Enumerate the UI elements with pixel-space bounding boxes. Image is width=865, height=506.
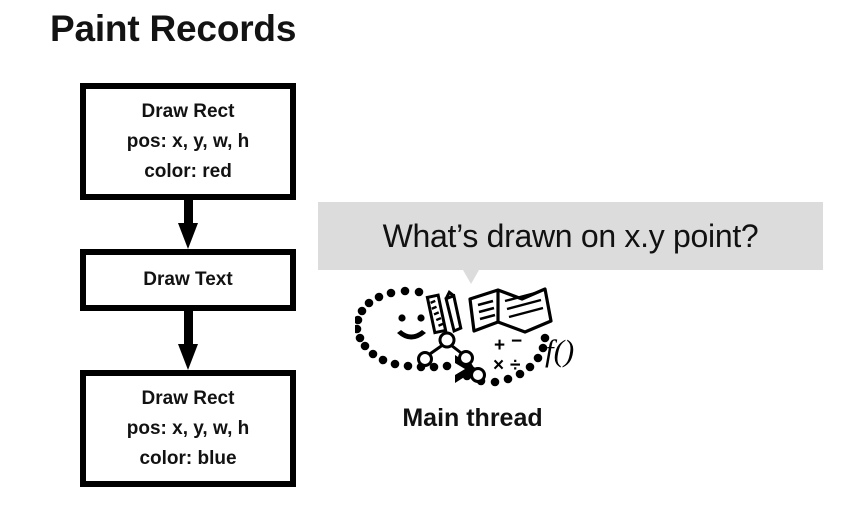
flow-arrow-down-icon (178, 311, 198, 370)
arrow-head (178, 344, 198, 370)
ruler-icon (425, 293, 448, 335)
page-title: Paint Records (50, 8, 297, 49)
math-operators-icon: + − × ÷ (493, 331, 522, 376)
record-line-title: Draw Rect (141, 387, 235, 409)
paint-record-draw-rect-blue[interactable]: Draw Rect pos: x, y, w, h color: blue (80, 370, 296, 487)
speech-bubble-text: What’s drawn on x.y point? (382, 217, 759, 254)
function-notation-icon: f() (545, 333, 574, 368)
paint-records-flow: Draw Rect pos: x, y, w, h color: red Dra… (80, 83, 296, 487)
record-line-title: Draw Text (143, 269, 233, 290)
pencil-icon (444, 289, 463, 334)
svg-text:+: + (494, 335, 505, 356)
record-line-color: color: red (144, 160, 232, 182)
tree-graph-nodes (417, 331, 486, 383)
record-line-title: Draw Rect (141, 100, 235, 122)
paint-record-draw-rect-red[interactable]: Draw Rect pos: x, y, w, h color: red (80, 83, 296, 200)
paint-record-draw-text[interactable]: Draw Text (80, 249, 296, 311)
record-line-pos: pos: x, y, w, h (126, 417, 250, 439)
open-book-icon (468, 287, 553, 334)
svg-text:×: × (493, 355, 504, 376)
svg-text:−: − (511, 331, 522, 352)
main-thread-illustration: + − × ÷ f() (355, 283, 590, 398)
smiley-face-icon (397, 314, 426, 340)
main-thread-label: Main thread (402, 404, 543, 432)
record-line-color: color: blue (139, 447, 237, 469)
record-line-pos: pos: x, y, w, h (126, 130, 250, 152)
flow-arrow-down-icon (178, 200, 198, 249)
speech-bubble: What’s drawn on x.y point? (318, 202, 823, 270)
speech-bubble-tail (463, 270, 479, 284)
arrow-shaft (184, 200, 193, 230)
arrow-shaft (184, 311, 193, 347)
arrow-head (178, 223, 198, 249)
svg-text:÷: ÷ (510, 355, 520, 376)
